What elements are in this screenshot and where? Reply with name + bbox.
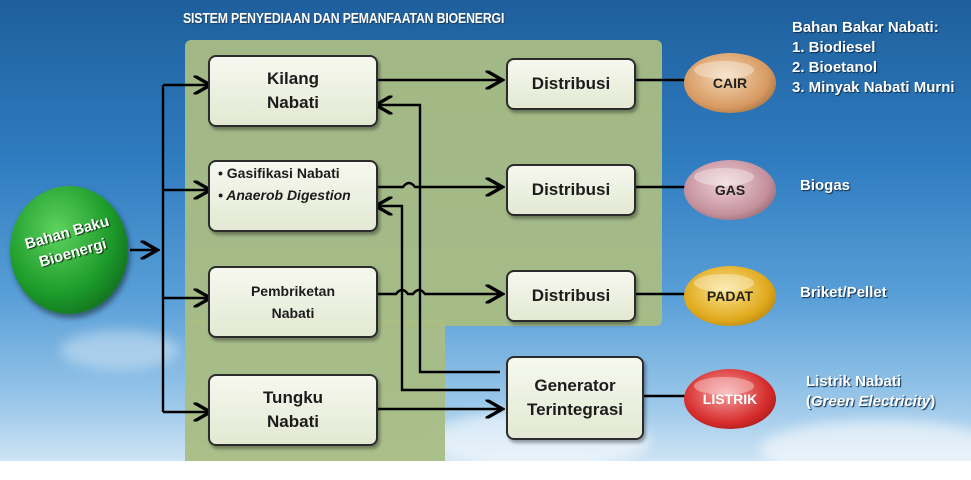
product-cair-item: 3. Minyak Nabati Murni: [792, 79, 955, 96]
process-pembriketan-nabati: Pembriketan Nabati: [208, 266, 378, 338]
pembriketan-line2: Nabati: [271, 305, 315, 321]
diagram-title: SISTEM PENYEDIAAN DAN PEMANFAATAN BIOENE…: [183, 10, 505, 27]
arrow-pembriketan-distribusi: [376, 290, 500, 294]
distribusi-cair: Distribusi: [506, 58, 636, 110]
product-padat: Briket/Pellet: [800, 284, 887, 301]
source-disc: [10, 186, 128, 314]
arrow-generator-gasifikasi: [378, 206, 500, 392]
generator-line1: Generator: [534, 376, 616, 395]
flow-arrows: [130, 0, 686, 461]
paren-close: ): [930, 393, 936, 410]
kilang-line2: Nabati: [267, 93, 319, 112]
gasifikasi-item2: • Anaerob Digestion: [218, 187, 351, 203]
arrow-gasifikasi-distribusi: [376, 183, 500, 187]
output-gas: GAS: [684, 160, 776, 220]
generator-terintegrasi: Generator Terintegrasi: [506, 356, 644, 440]
pembriketan-line1: Pembriketan: [250, 283, 336, 299]
product-listrik-line2: (Green Electricity): [806, 392, 935, 412]
product-cair-item: 1. Biodiesel: [792, 39, 876, 56]
process-gasifikasi: • Gasifikasi Nabati • Anaerob Digestion: [208, 160, 378, 232]
output-listrik: LISTRIK: [684, 369, 776, 429]
product-listrik-line1: Listrik Nabati: [806, 373, 902, 390]
cloud: [60, 330, 180, 370]
tungku-line1: Tungku: [262, 388, 324, 407]
process-kilang-nabati: Kilang Nabati: [208, 55, 378, 127]
gasifikasi-item1: • Gasifikasi Nabati: [218, 165, 340, 181]
arrow-generator-kilang: [378, 105, 500, 374]
product-cair-list: Bahan Bakar Nabati: 1. Biodiesel 2. Bioe…: [792, 18, 955, 98]
output-padat: PADAT: [684, 266, 776, 326]
tungku-line2: Nabati: [267, 412, 319, 431]
product-cair-item: 2. Bioetanol: [792, 59, 878, 76]
process-tungku-nabati: Tungku Nabati: [208, 374, 378, 446]
product-cair-title: Bahan Bakar Nabati:: [792, 19, 939, 36]
generator-line2: Terintegrasi: [526, 400, 624, 419]
green-electricity: Green Electricity: [811, 393, 931, 410]
distribusi-gas: Distribusi: [506, 164, 636, 216]
product-gas: Biogas: [800, 177, 851, 194]
output-cair: CAIR: [684, 53, 776, 113]
paren-open: (: [806, 393, 811, 410]
product-listrik: Listrik Nabati (Green Electricity): [806, 372, 935, 412]
kilang-line1: Kilang: [267, 69, 319, 88]
distribusi-padat: Distribusi: [506, 270, 636, 322]
